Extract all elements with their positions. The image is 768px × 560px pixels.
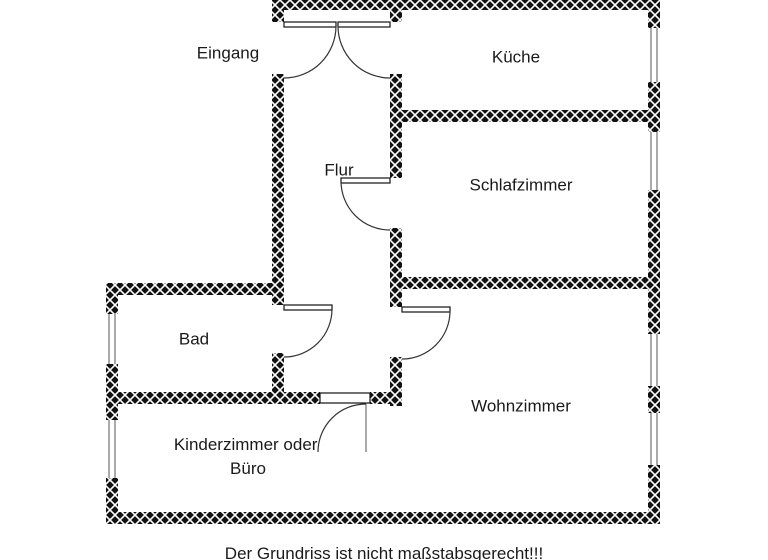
- entry-door-right[interactable]: [337, 21, 391, 79]
- kitchen-window: [648, 28, 660, 82]
- entry-door-left-opening: [272, 22, 284, 74]
- room-label-eingang: Eingang: [197, 43, 259, 62]
- door-openings-group: [272, 22, 402, 404]
- wall-schlafzimmer-wohnzimmer: [390, 277, 660, 289]
- plan-caption: Der Grundriss ist nicht maßstabsgerecht!…: [225, 544, 543, 560]
- room-label-bad: Bad: [179, 329, 209, 348]
- room-label-kinderzimmer: Kinderzimmer oder Büro: [174, 435, 322, 478]
- room-label-kinderzimmer-line2: Büro: [230, 459, 266, 478]
- bedroom-door-opening: [390, 178, 402, 228]
- wall-bottom-right: [390, 512, 660, 524]
- wall-top: [272, 0, 660, 10]
- child-room-window: [106, 420, 118, 478]
- wall-bad-kinderzimmer: [106, 392, 284, 404]
- room-label-kinderzimmer-line1: Kinderzimmer oder: [174, 435, 318, 454]
- entry-door-right-opening: [390, 22, 402, 74]
- living-room-door-opening: [390, 307, 402, 357]
- doors-group: [283, 21, 451, 453]
- room-label-wohnzimmer: Wohnzimmer: [471, 396, 571, 415]
- wall-right-outer: [648, 0, 660, 524]
- living-room-door[interactable]: [401, 306, 451, 360]
- bathroom-window: [106, 314, 118, 364]
- bedroom-window: [648, 132, 660, 190]
- room-label-flur: Flur: [324, 160, 354, 179]
- entry-door-left[interactable]: [283, 21, 337, 79]
- wall-bad-top: [106, 283, 284, 295]
- bathroom-door[interactable]: [283, 304, 333, 358]
- bedroom-door[interactable]: [340, 177, 391, 231]
- bathroom-door-opening: [272, 305, 284, 353]
- living-room-window-lower: [648, 413, 660, 465]
- room-labels-group: Eingang Küche Flur Schlafzimmer Bad Wohn…: [174, 43, 573, 478]
- windows-group: [106, 28, 660, 478]
- room-label-schlafzimmer: Schlafzimmer: [470, 175, 573, 194]
- child-room-door[interactable]: [317, 392, 371, 453]
- wall-kueche-schlafzimmer: [390, 110, 660, 122]
- room-label-kueche: Küche: [492, 47, 540, 66]
- wall-bottom-left: [106, 512, 402, 524]
- living-room-window-upper: [648, 334, 660, 386]
